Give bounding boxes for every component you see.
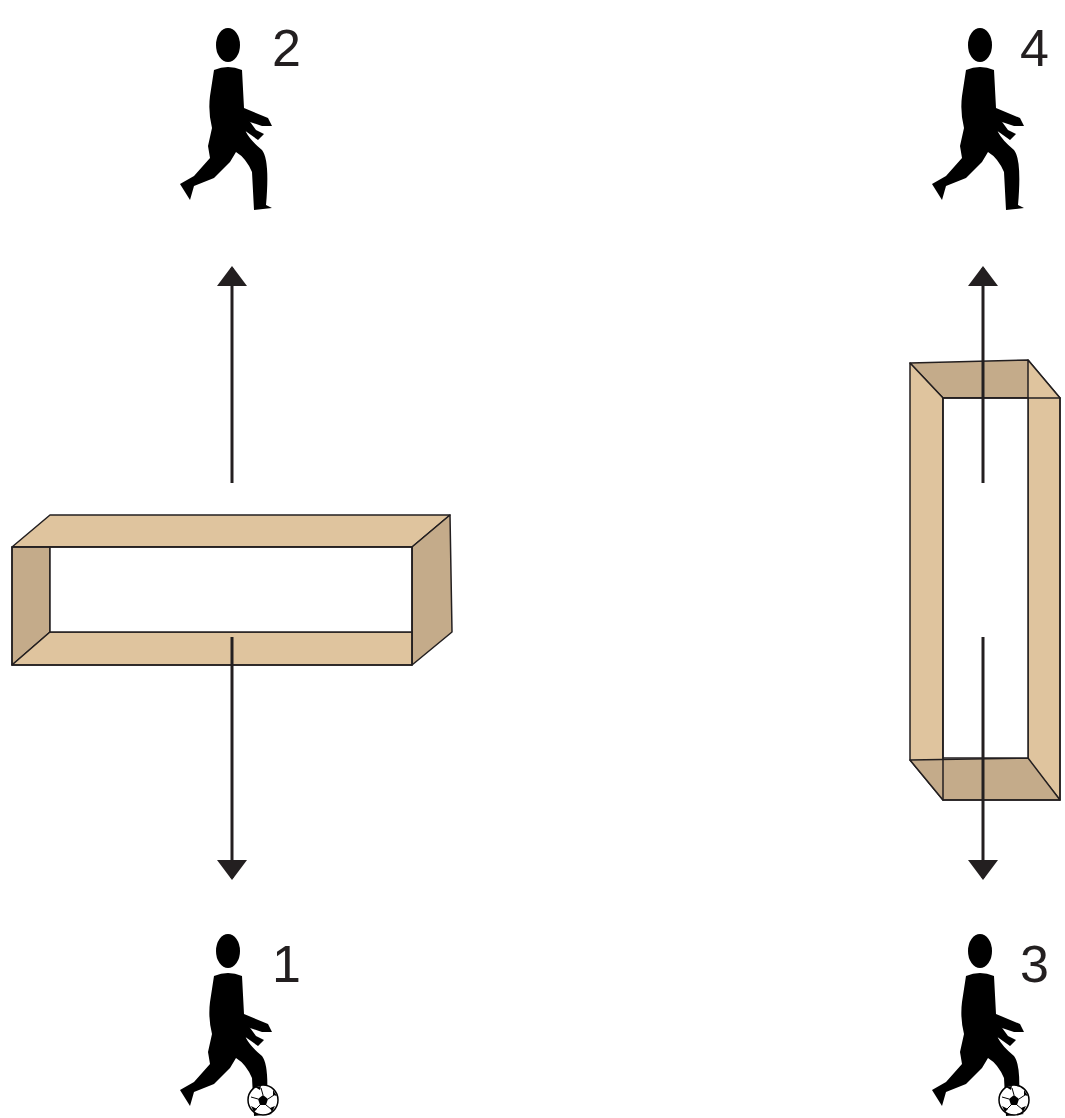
- callout-number: 1: [272, 938, 301, 990]
- callout-number: 4: [1020, 22, 1049, 74]
- soccer-ball: [999, 1085, 1029, 1115]
- player-figure: [932, 28, 1024, 210]
- soccer-ball: [248, 1085, 278, 1115]
- callout-number: 2: [272, 22, 301, 74]
- direction-arrow: [232, 268, 983, 878]
- player-figure: [180, 28, 272, 210]
- callout-number: 3: [1020, 938, 1049, 990]
- vertical-box: [910, 360, 1060, 800]
